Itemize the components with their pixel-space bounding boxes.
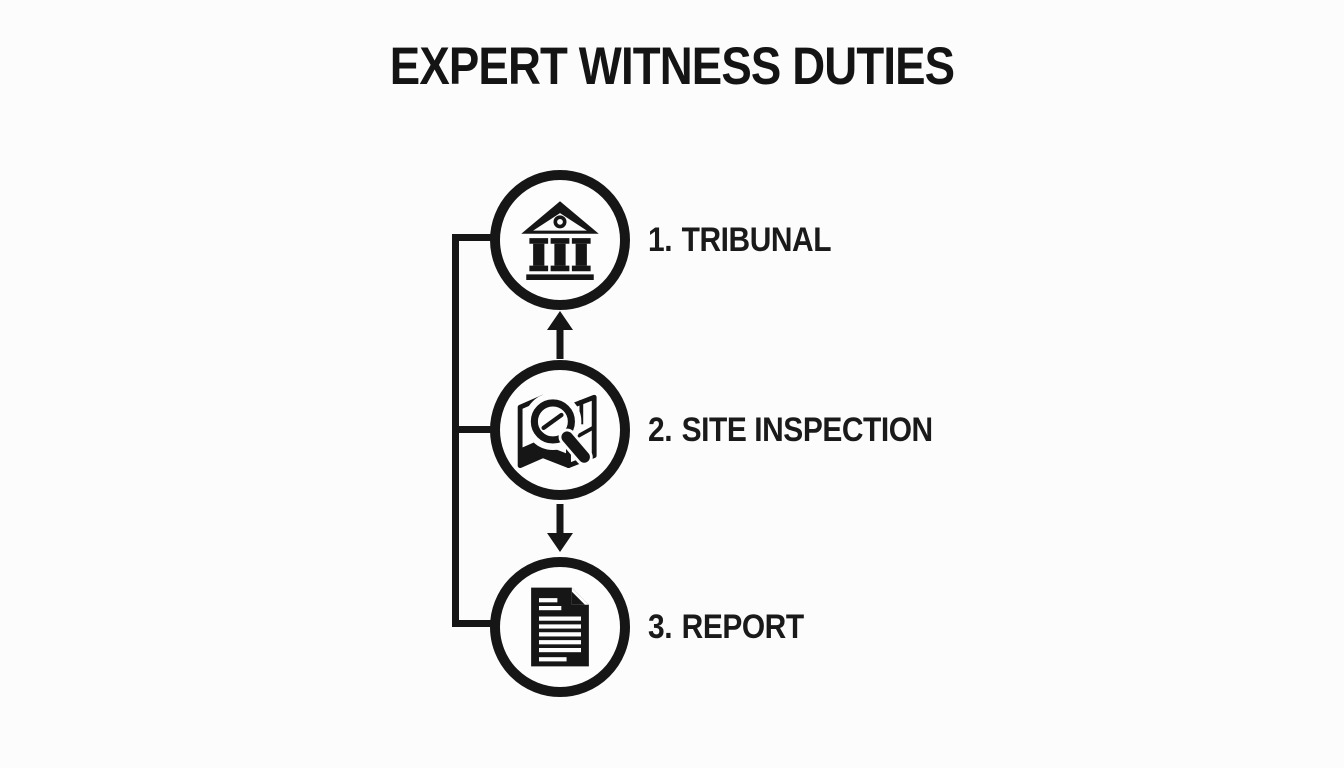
step-label-site-inspection: 2. SITE INSPECTION	[648, 360, 972, 500]
courthouse-icon	[520, 200, 600, 280]
step-text: SITE INSPECTION	[681, 410, 934, 449]
step-label-tribunal: 1. TRIBUNAL	[648, 170, 856, 310]
bracket-tick-step2	[452, 426, 492, 433]
bracket-tick-step1	[452, 234, 492, 241]
arrow-up-icon	[547, 311, 573, 359]
step-text: TRIBUNAL	[681, 220, 832, 259]
step-number: 2.	[648, 410, 673, 449]
map-magnifier-icon	[513, 387, 607, 473]
page-title: EXPERT WITNESS DUTIES	[389, 37, 955, 96]
step-circle-tribunal	[490, 170, 630, 310]
step-circle-report	[490, 557, 630, 697]
step-text: REPORT	[681, 607, 804, 646]
step-label-report: 3. REPORT	[648, 557, 825, 697]
document-icon	[523, 585, 597, 669]
step-circle-site-inspection	[490, 360, 630, 500]
step-number: 3.	[648, 607, 673, 646]
step-number: 1.	[648, 220, 673, 259]
arrow-down-icon	[547, 504, 573, 552]
bracket-tick-step3	[452, 620, 492, 627]
